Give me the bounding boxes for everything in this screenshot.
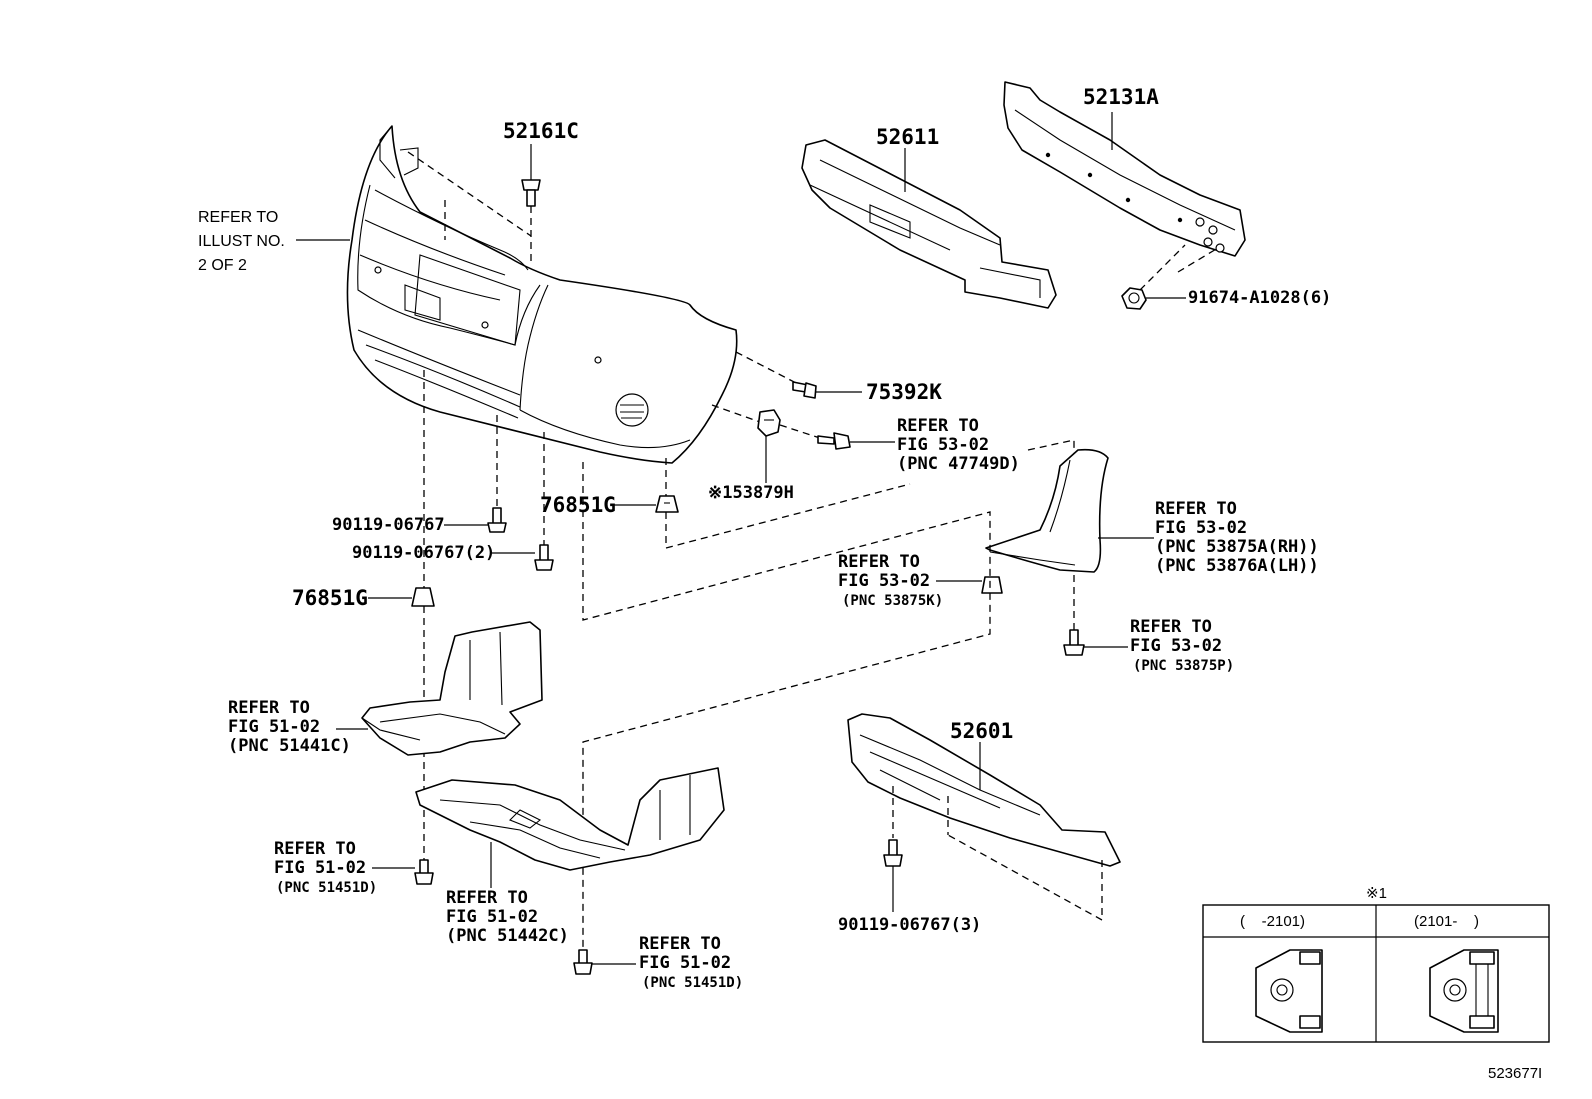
screw-75392K[interactable]	[792, 381, 862, 399]
label-52131A: 52131A	[1083, 85, 1159, 109]
bracket-53879H[interactable]	[757, 409, 781, 483]
screw-51451D-left[interactable]	[372, 859, 434, 885]
refer-51451D-left-1: REFER TO	[274, 839, 356, 859]
refer-47749D-2: FIG 53-02	[897, 435, 989, 455]
refer-51451D-left-3: (PNC 51451D)	[276, 880, 377, 896]
refer-51442C-2: FIG 51-02	[446, 907, 538, 927]
label-90119-06767-3: 90119-06767(3)	[838, 915, 981, 935]
label-52601: 52601	[950, 719, 1013, 743]
refer-51442C: REFER TO FIG 51-02 (PNC 51442C)	[446, 888, 569, 946]
refer-51441C: REFER TO FIG 51-02 (PNC 51441C)	[228, 698, 351, 756]
screw-53875P[interactable]	[1063, 629, 1128, 656]
refer-51441C-2: FIG 51-02	[228, 717, 320, 737]
refer-53875K-2: FIG 53-02	[838, 571, 930, 591]
refer-51451D-left: REFER TO FIG 51-02 (PNC 51451D)	[274, 839, 377, 896]
front-bumper-cover[interactable]	[346, 125, 738, 464]
refer-line-1: REFER TO	[198, 209, 278, 226]
refer-51451D-bottom-1: REFER TO	[639, 934, 721, 954]
clip-53875K[interactable]	[936, 576, 1003, 594]
refer-51442C-3: (PNC 51442C)	[446, 926, 569, 946]
clip-76851G-upper[interactable]	[612, 495, 679, 513]
refer-53875K: REFER TO FIG 53-02 (PNC 53875K)	[838, 552, 943, 609]
screw-51451D-bottom[interactable]	[573, 949, 636, 975]
bracket-variant-late	[1429, 949, 1499, 1033]
refer-53875K-3: (PNC 53875K)	[842, 593, 943, 609]
bolt-47749D[interactable]	[817, 432, 895, 450]
bumper-cover-label: REFER TO ILLUST NO. 2 OF 2	[198, 209, 350, 274]
clip-76851G-lower[interactable]	[368, 587, 435, 607]
refer-51451D-left-2: FIG 51-02	[274, 858, 366, 878]
refer-line-3: 2 OF 2	[198, 257, 247, 274]
inset-marker: ※1	[1366, 885, 1387, 902]
refer-51451D-bottom-2: FIG 51-02	[639, 953, 731, 973]
refer-53875A: REFER TO FIG 53-02 (PNC 53875A(RH)) (PNC…	[1155, 499, 1319, 576]
clip-52161C[interactable]	[521, 144, 541, 207]
label-76851G-upper: 76851G	[540, 493, 616, 517]
refer-47749D-3: (PNC 47749D)	[897, 454, 1020, 474]
reinforcement-52131A[interactable]	[1003, 81, 1246, 257]
refer-53875A-3: (PNC 53875A(RH))	[1155, 537, 1319, 557]
refer-53875A-4: (PNC 53876A(LH))	[1155, 556, 1319, 576]
inset-col-left: ( -2101)	[1240, 913, 1305, 930]
absorber-52611[interactable]	[801, 139, 1057, 309]
refer-51441C-3: (PNC 51441C)	[228, 736, 351, 756]
label-76851G-lower: 76851G	[292, 586, 368, 610]
diagram-id: 523677I	[1488, 1065, 1542, 1082]
refer-53875P: REFER TO FIG 53-02 (PNC 53875P)	[1130, 617, 1234, 674]
label-52161C: 52161C	[503, 119, 579, 143]
refer-47749D-1: REFER TO	[897, 416, 979, 436]
refer-51451D-bottom-3: (PNC 51451D)	[642, 975, 743, 991]
absorber-52601[interactable]	[847, 713, 1121, 867]
fender-liner-53875A[interactable]	[985, 448, 1154, 573]
refer-line-2: ILLUST NO.	[198, 233, 285, 250]
label-75392K: 75392K	[866, 380, 942, 404]
under-cover-51442C[interactable]	[415, 767, 725, 888]
refer-53875P-1: REFER TO	[1130, 617, 1212, 637]
label-90119-06767: 90119-06767	[332, 515, 445, 535]
refer-53875A-1: REFER TO	[1155, 499, 1237, 519]
under-cover-51441C[interactable]	[336, 621, 543, 756]
label-53879H: ※153879H	[708, 483, 794, 503]
refer-51451D-bottom: REFER TO FIG 51-02 (PNC 51451D)	[639, 934, 743, 991]
refer-51441C-1: REFER TO	[228, 698, 310, 718]
bolt-91674[interactable]	[1121, 287, 1186, 310]
screw-90119-06767-3[interactable]	[883, 839, 903, 912]
refer-53875P-2: FIG 53-02	[1130, 636, 1222, 656]
refer-53875A-2: FIG 53-02	[1155, 518, 1247, 538]
inset-col-right: (2101- )	[1414, 913, 1479, 930]
screw-90119-06767-2[interactable]	[492, 544, 554, 571]
refer-53875K-1: REFER TO	[838, 552, 920, 572]
label-91674: 91674-A1028(6)	[1188, 288, 1331, 308]
bracket-variant-early	[1255, 949, 1323, 1033]
refer-47749D: REFER TO FIG 53-02 (PNC 47749D)	[897, 416, 1020, 474]
refer-51442C-1: REFER TO	[446, 888, 528, 908]
screw-90119-06767[interactable]	[444, 507, 507, 533]
refer-53875P-3: (PNC 53875P)	[1133, 658, 1234, 674]
label-52611: 52611	[876, 125, 939, 149]
variant-inset-table: ※1 ( -2101) (2101- )	[1202, 885, 1550, 1043]
